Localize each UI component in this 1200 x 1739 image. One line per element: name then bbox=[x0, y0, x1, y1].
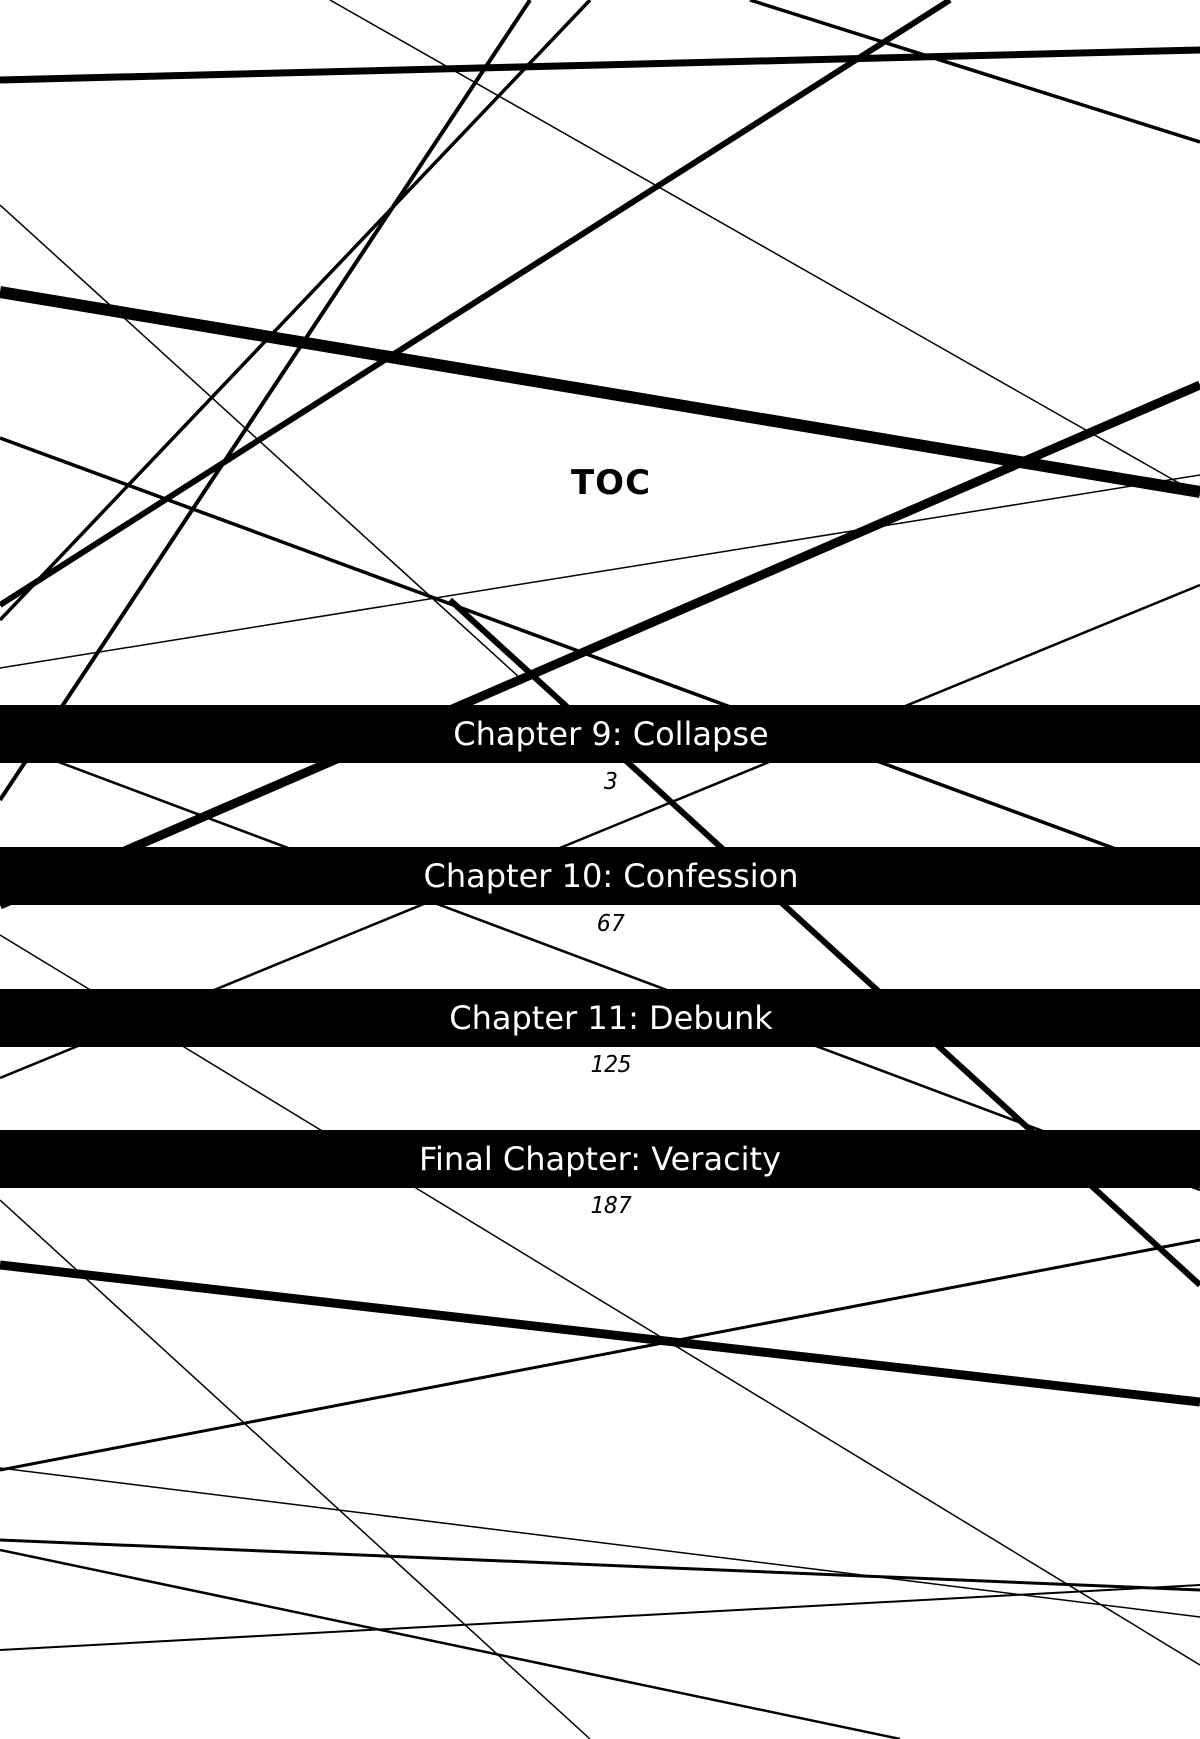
bg-line bbox=[0, 0, 952, 608]
bg-line bbox=[0, 1467, 1200, 1618]
final-chapter-page-number: 187 bbox=[590, 1193, 632, 1219]
final-chapter-title[interactable]: Final Chapter: Veracity bbox=[0, 1130, 1200, 1188]
bg-line bbox=[0, 1260, 1200, 1407]
bg-line bbox=[0, 1199, 591, 1739]
bg-line bbox=[0, 934, 1200, 1666]
bg-line bbox=[0, 1548, 901, 1739]
bg-line bbox=[749, 0, 1200, 144]
chapter-10-title[interactable]: Chapter 10: Confession bbox=[0, 847, 1200, 905]
bg-line bbox=[0, 1238, 1200, 1472]
bg-line bbox=[0, 1584, 1200, 1651]
bg-line bbox=[0, 380, 1200, 910]
bg-line bbox=[0, 474, 1200, 669]
chapter-9-page-number: 3 bbox=[604, 769, 618, 795]
bg-line bbox=[0, 0, 532, 802]
bg-line bbox=[0, 286, 1200, 498]
chapter-11-title[interactable]: Chapter 11: Debunk bbox=[0, 989, 1200, 1047]
bg-line bbox=[0, 0, 592, 622]
chapter-11-page-number: 125 bbox=[590, 1052, 632, 1078]
bg-line bbox=[0, 46, 1200, 84]
chapter-9-title[interactable]: Chapter 9: Collapse bbox=[0, 705, 1200, 763]
toc-title: TOC bbox=[570, 463, 652, 503]
bg-line bbox=[0, 1538, 1200, 1592]
chapter-10-page-number: 67 bbox=[597, 911, 625, 937]
bg-line bbox=[0, 436, 1200, 882]
